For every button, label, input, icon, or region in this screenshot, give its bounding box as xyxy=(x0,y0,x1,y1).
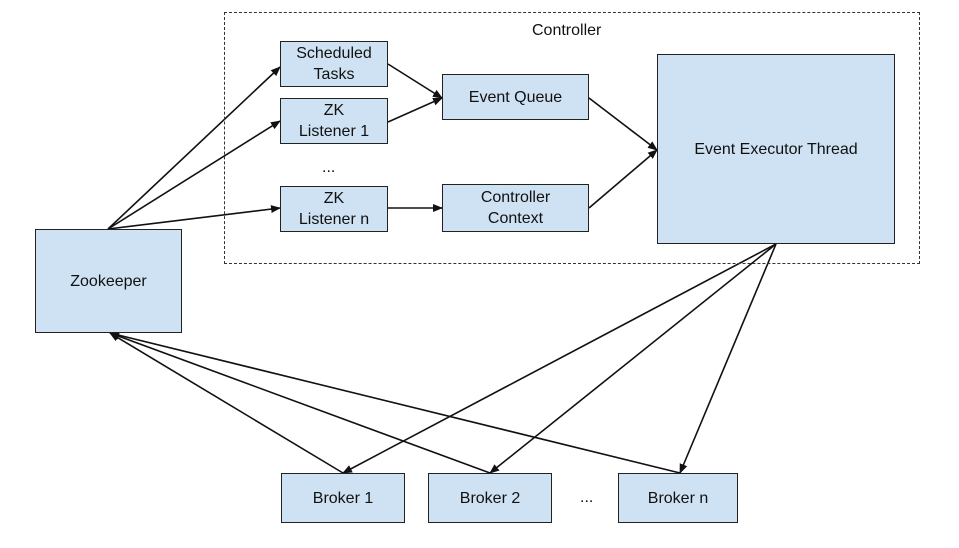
edge-zk-listener-1-to-event-queue xyxy=(387,97,443,123)
edge-event-executor-to-broker-n xyxy=(679,243,777,474)
event-queue-node: Event Queue xyxy=(442,74,589,120)
edge-zookeeper-to-zk-listener-1 xyxy=(107,120,281,230)
zk-listener-n-node: ZK Listener n xyxy=(280,186,388,232)
edge-scheduled-tasks-to-event-queue xyxy=(387,63,443,99)
edge-event-executor-to-broker-2 xyxy=(489,243,777,474)
edge-zookeeper-to-zk-listener-n xyxy=(107,205,281,230)
event-executor-thread-node: Event Executor Thread xyxy=(657,54,895,244)
edge-zookeeper-to-scheduled-tasks xyxy=(107,66,281,230)
edge-controller-context-to-event-executor xyxy=(588,149,658,209)
zookeeper-node: Zookeeper xyxy=(35,229,182,333)
broker-1-node: Broker 1 xyxy=(281,473,405,523)
controller-context-node: Controller Context xyxy=(442,184,589,232)
controller-group-frame xyxy=(224,12,920,264)
brokers-ellipsis: ... xyxy=(580,489,594,506)
edge-broker-n-to-zookeeper xyxy=(109,331,681,474)
controller-group-title: Controller xyxy=(532,22,602,39)
broker-n-node: Broker n xyxy=(618,473,738,523)
edge-broker-1-to-zookeeper xyxy=(109,332,344,474)
listeners-ellipsis: ... xyxy=(322,159,336,176)
edge-broker-2-to-zookeeper xyxy=(109,332,491,474)
broker-2-node: Broker 2 xyxy=(428,473,552,523)
scheduled-tasks-node: Scheduled Tasks xyxy=(280,41,388,87)
edge-event-queue-to-event-executor xyxy=(588,97,658,151)
zk-listener-1-node: ZK Listener 1 xyxy=(280,98,388,144)
edge-event-executor-to-broker-1 xyxy=(342,243,777,474)
